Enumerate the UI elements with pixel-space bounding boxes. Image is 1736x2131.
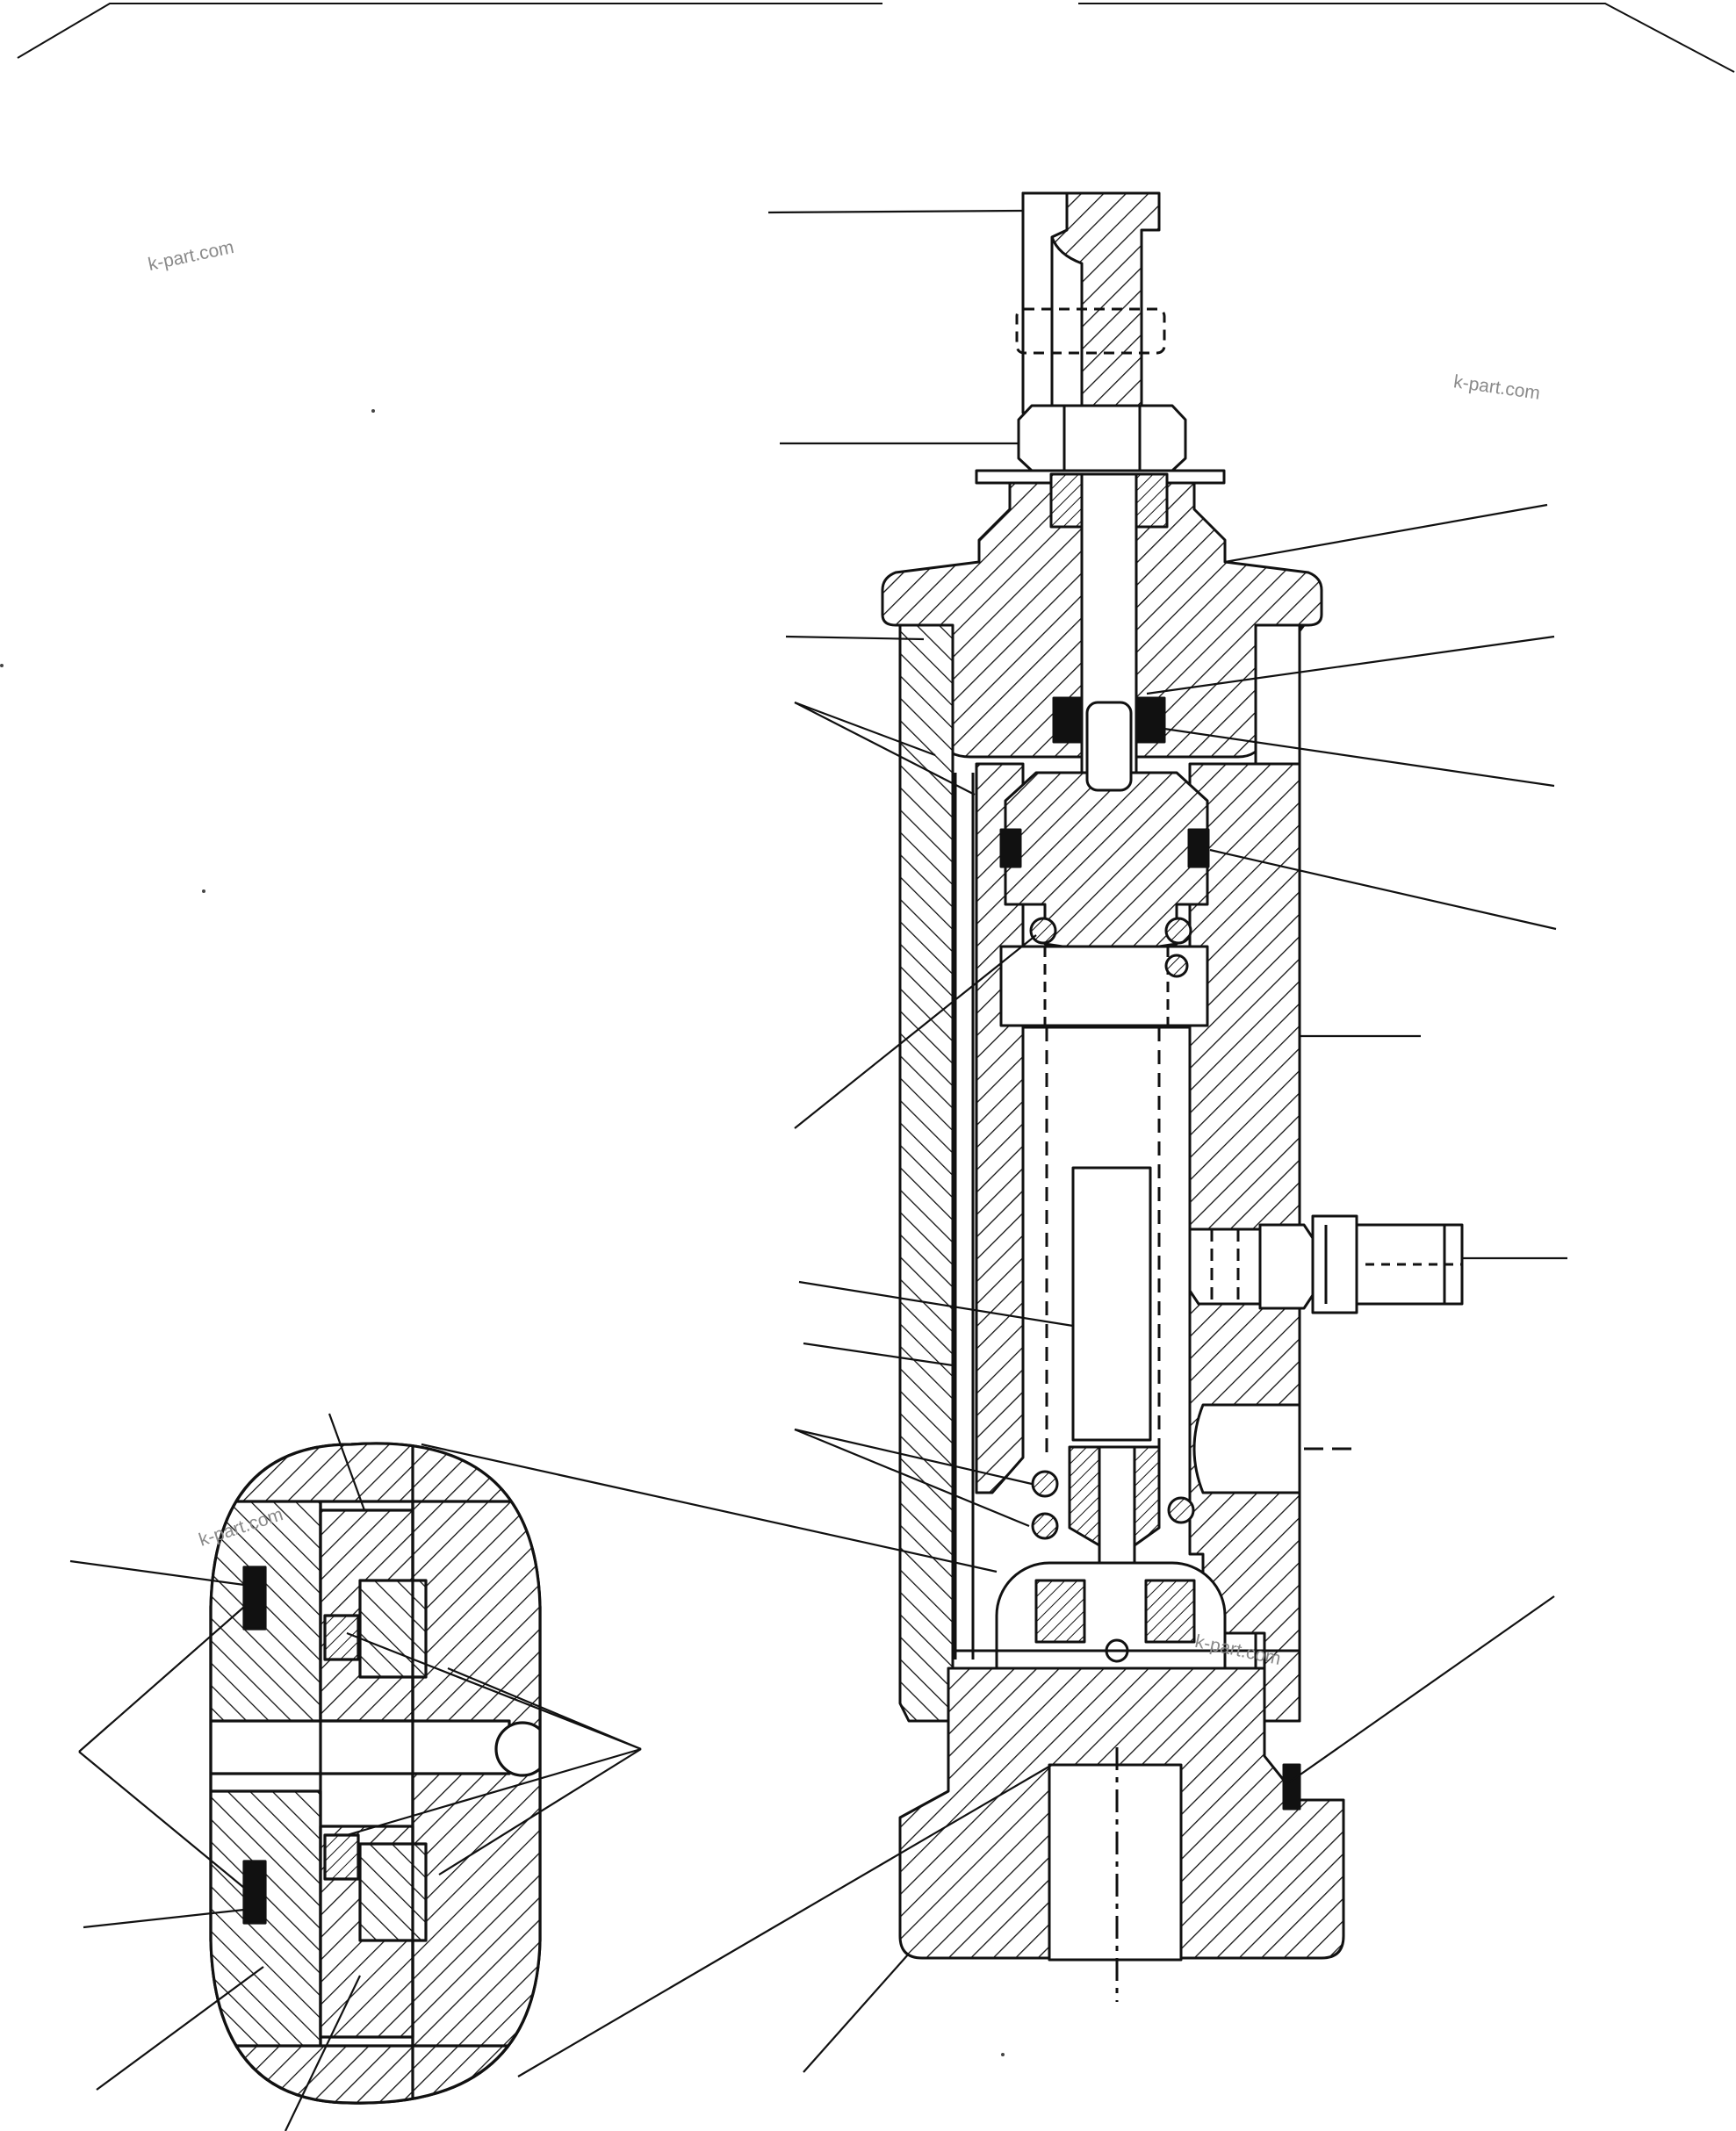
inset-seal-lower [242, 1860, 267, 1925]
inset-seal-upper [242, 1566, 267, 1631]
page-frame [17, 3, 1735, 73]
piston-seal [999, 828, 1022, 868]
rod-seal [1052, 696, 1084, 744]
valve-detail-inset [209, 1442, 542, 2105]
side-port [1188, 1227, 1262, 1306]
leader-lines [69, 209, 1567, 2131]
central-pin [1071, 1166, 1152, 1442]
hex-nut [1017, 404, 1187, 472]
main-cylinder [881, 191, 1464, 2002]
thread-collar [1015, 307, 1166, 355]
ring [1029, 917, 1057, 945]
inset-ball [494, 1721, 540, 1777]
inset-passage [211, 1719, 511, 1775]
scan-specks [0, 409, 1005, 2056]
fitting-hex-1 [1258, 1223, 1315, 1310]
base-bore [1048, 1763, 1183, 1962]
outer-tube [898, 623, 954, 1723]
t-handle-side [1021, 191, 1069, 414]
bleed-plug [1192, 1403, 1301, 1494]
